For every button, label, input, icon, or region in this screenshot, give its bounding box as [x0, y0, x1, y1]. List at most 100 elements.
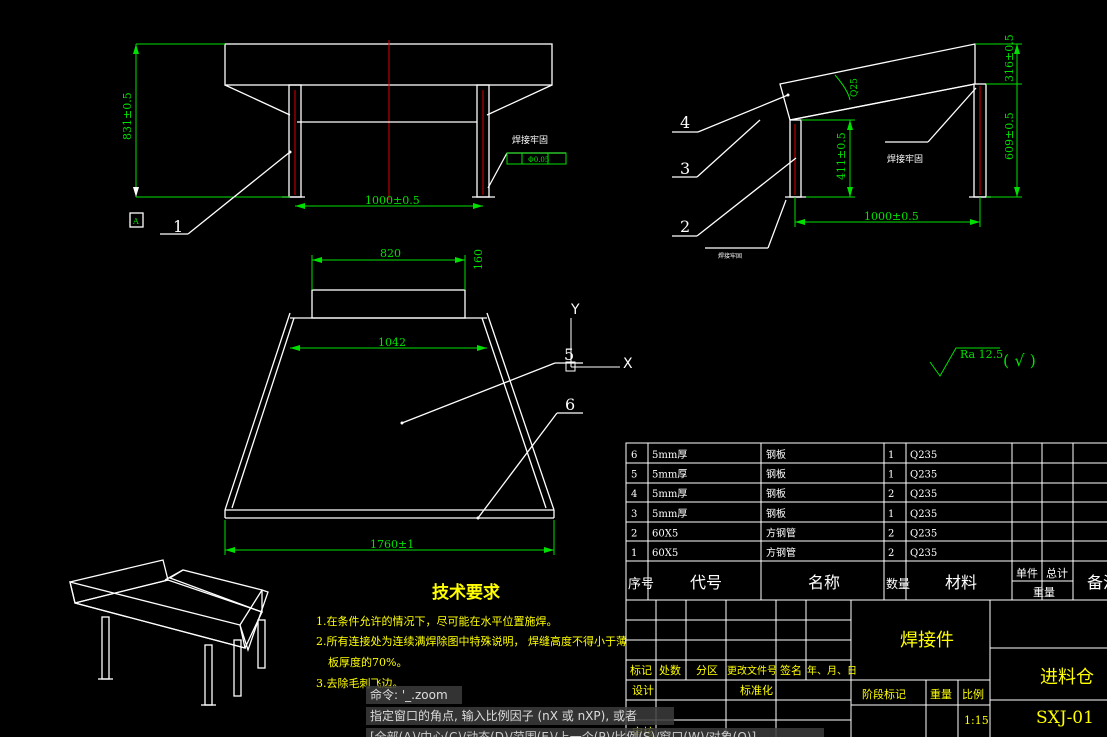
bom-cell-material: Q235 — [910, 470, 937, 481]
svg-text:X: X — [623, 356, 633, 372]
plan-view: 820 160 1042 1760±1 5 6 Y X — [224, 247, 633, 555]
svg-text:1760±1: 1760±1 — [370, 538, 414, 551]
svg-text:标记: 标记 — [630, 663, 652, 677]
front-view: 831±0.5 A 1000±0.5 焊接牢固 Φ0.05 1 — [121, 40, 567, 236]
bom-cell-code: 5mm厚 — [652, 469, 687, 481]
command-history-1: 命令: '_.zoom — [366, 686, 462, 704]
part-name: 进料仓 — [1040, 667, 1094, 688]
svg-text:数量: 数量 — [886, 576, 910, 591]
surface-finish-symbol: Ra 12.5 ( √ ) — [929, 347, 1036, 377]
bom-cell-code: 5mm厚 — [652, 449, 687, 461]
svg-text:160: 160 — [472, 249, 485, 270]
scale-value: 1:15 — [964, 714, 989, 727]
bom-cell-qty: 1 — [888, 470, 894, 481]
front-height-dim: 831±0.5 — [121, 92, 134, 140]
svg-text:重量: 重量 — [930, 687, 952, 701]
title-block: 标记 处数 分区 更改文件号 签名 年、月、日 设计 标准化 审核 阶段标记 重… — [625, 599, 1107, 737]
bom-cell-no: 5 — [631, 470, 637, 481]
balloon-5: 5 — [564, 345, 574, 364]
command-history-2: 指定窗口的角点, 输入比例因子 (nX 或 nXP), 或者 — [366, 707, 674, 725]
datum-label: A — [132, 217, 139, 226]
svg-text:更改文件号: 更改文件号 — [727, 664, 777, 677]
front-width-dim: 1000±0.5 — [365, 194, 420, 207]
svg-text:备注: 备注 — [1087, 573, 1107, 592]
bom-cell-qty: 1 — [888, 450, 894, 461]
bom-cell-material: Q235 — [910, 509, 937, 520]
bom-cell-code: 60X5 — [652, 528, 678, 539]
svg-text:( √ ): ( √ ) — [1003, 351, 1036, 370]
part-type: 焊接件 — [900, 630, 954, 651]
isometric-view — [69, 559, 269, 706]
svg-text:411±0.5: 411±0.5 — [835, 132, 848, 180]
bom-cell-code: 60X5 — [652, 548, 678, 559]
bom-cell-material: Q235 — [910, 548, 937, 559]
svg-text:材料: 材料 — [945, 573, 977, 592]
bom-cell-code: 5mm厚 — [652, 508, 687, 520]
bom-cell-material: Q235 — [910, 489, 937, 500]
balloon-1: 1 — [173, 217, 183, 236]
bom-cell-no: 4 — [631, 489, 637, 500]
bom-cell-no: 1 — [631, 548, 637, 559]
balloon-3: 3 — [680, 159, 690, 178]
svg-text:焊接牢固: 焊接牢固 — [718, 252, 742, 260]
bom-cell-no: 6 — [631, 450, 637, 461]
svg-text:单件: 单件 — [1016, 567, 1038, 580]
svg-text:序号: 序号 — [628, 577, 654, 592]
bom-cell-qty: 2 — [888, 548, 894, 559]
svg-text:代号: 代号 — [690, 573, 722, 592]
svg-text:标准化: 标准化 — [740, 683, 773, 697]
bom-cell-qty: 2 — [888, 528, 894, 539]
bom-cell-name: 钢板 — [766, 448, 786, 461]
bom-cell-no: 3 — [631, 509, 637, 520]
svg-text:比例: 比例 — [962, 687, 984, 701]
svg-text:Y: Y — [570, 302, 580, 318]
drawing-number: SXJ-01 — [1036, 708, 1094, 728]
svg-text:名称: 名称 — [808, 573, 840, 592]
svg-text:重量: 重量 — [1033, 585, 1055, 599]
bom-cell-code: 5mm厚 — [652, 488, 687, 500]
balloon-4: 4 — [680, 113, 690, 132]
svg-text:签名: 签名 — [780, 663, 802, 677]
svg-text:年、月、日: 年、月、日 — [807, 664, 857, 677]
bom-cell-name: 方钢管 — [766, 526, 796, 539]
svg-text:Φ0.05: Φ0.05 — [528, 156, 549, 164]
bom-cell-qty: 1 — [888, 509, 894, 520]
balloon-6: 6 — [565, 395, 575, 414]
bom-cell-name: 方钢管 — [766, 546, 796, 559]
tech-title: 技术要求 — [432, 582, 500, 603]
svg-text:2.所有连接处为连续满焊除图中特殊说明， 焊缝高度不得小于薄: 2.所有连接处为连续满焊除图中特殊说明， 焊缝高度不得小于薄 — [316, 634, 627, 648]
svg-text:分区: 分区 — [696, 664, 718, 677]
svg-text:1.在条件允许的情况下，尽可能在水平位置施焊。: 1.在条件允许的情况下，尽可能在水平位置施焊。 — [316, 614, 558, 628]
tech-requirements: 技术要求 1.在条件允许的情况下，尽可能在水平位置施焊。 2.所有连接处为连续满… — [316, 582, 627, 690]
bom-cell-material: Q235 — [910, 450, 937, 461]
bom-cell-no: 2 — [631, 528, 637, 539]
command-prompt-options[interactable]: [全部(A)/中心(C)/动态(D)/范围(E)/上一个(P)/比例(S)/窗口… — [366, 728, 824, 737]
side-view: Q25 316±0.5 609±0.5 411±0.5 1000±0.5 焊接牢… — [672, 34, 1022, 260]
svg-text:820: 820 — [380, 247, 401, 260]
bom-cell-name: 钢板 — [766, 507, 786, 520]
svg-text:Ra 12.5: Ra 12.5 — [960, 348, 1003, 361]
svg-text:处数: 处数 — [659, 664, 681, 677]
side-slope-plate — [779, 43, 976, 121]
svg-text:设计: 设计 — [632, 684, 654, 697]
svg-text:阶段标记: 阶段标记 — [862, 687, 906, 701]
svg-text:焊接牢固: 焊接牢固 — [887, 153, 923, 165]
front-weld-note: 焊接牢固 — [512, 134, 548, 146]
svg-text:609±0.5: 609±0.5 — [1003, 112, 1016, 160]
svg-text:板厚度的70%。: 板厚度的70%。 — [328, 655, 407, 669]
bom-cell-name: 钢板 — [766, 468, 786, 481]
svg-text:316±0.5: 316±0.5 — [1003, 34, 1016, 82]
svg-text:1000±0.5: 1000±0.5 — [864, 210, 919, 223]
bom-cell-name: 钢板 — [766, 487, 786, 500]
ucs-icon: Y X — [565, 302, 633, 372]
balloon-2: 2 — [680, 217, 690, 236]
svg-text:Q25: Q25 — [850, 78, 860, 97]
bom-cell-qty: 2 — [888, 489, 894, 500]
svg-text:1042: 1042 — [378, 336, 406, 349]
bom-cell-material: Q235 — [910, 528, 937, 539]
command-line[interactable]: 命令: '_.zoom 指定窗口的角点, 输入比例因子 (nX 或 nXP), … — [366, 686, 836, 737]
svg-text:总计: 总计 — [1046, 566, 1068, 580]
